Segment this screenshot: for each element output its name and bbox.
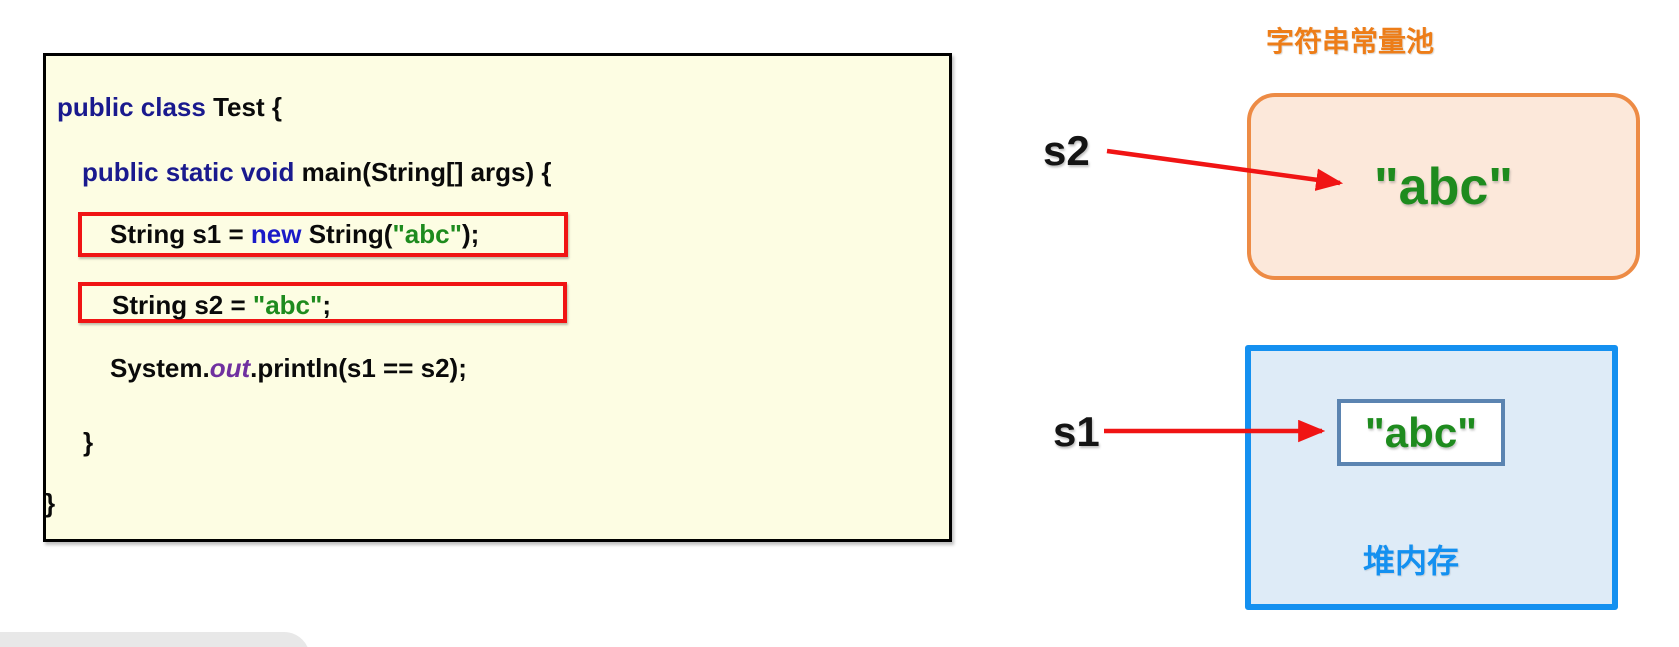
- pointer-label-s1: s1: [1053, 408, 1100, 455]
- heap-label: 堆内存: [1363, 543, 1460, 579]
- string-pool-title: 字符串常量池: [1266, 26, 1435, 57]
- string-pool-box: "abc": [1247, 93, 1640, 280]
- heap-box: [1245, 345, 1618, 610]
- code-panel: [43, 53, 952, 542]
- code-line-println: System.out.println(s1 == s2);: [110, 353, 467, 383]
- heap-string-value: "abc": [1364, 408, 1478, 456]
- code-line-close-class: }: [45, 488, 56, 518]
- code-line-main-decl: public static void main(String[] args) {: [82, 157, 552, 187]
- pool-string-value: "abc": [1374, 157, 1513, 216]
- code-line-s1-decl: String s1 = new String("abc");: [110, 219, 480, 249]
- highlight-box-s2-line: [78, 282, 567, 323]
- code-line-class-decl: public class Test {: [57, 92, 282, 122]
- heap-string-object: "abc": [1337, 399, 1505, 466]
- code-line-close-main: }: [83, 427, 94, 457]
- code-line-s2-decl: String s2 = "abc";: [112, 290, 332, 320]
- highlight-box-s1-line: [78, 212, 568, 257]
- bottom-left-decorative-shape: [0, 632, 310, 647]
- pointer-label-s2: s2: [1043, 127, 1090, 174]
